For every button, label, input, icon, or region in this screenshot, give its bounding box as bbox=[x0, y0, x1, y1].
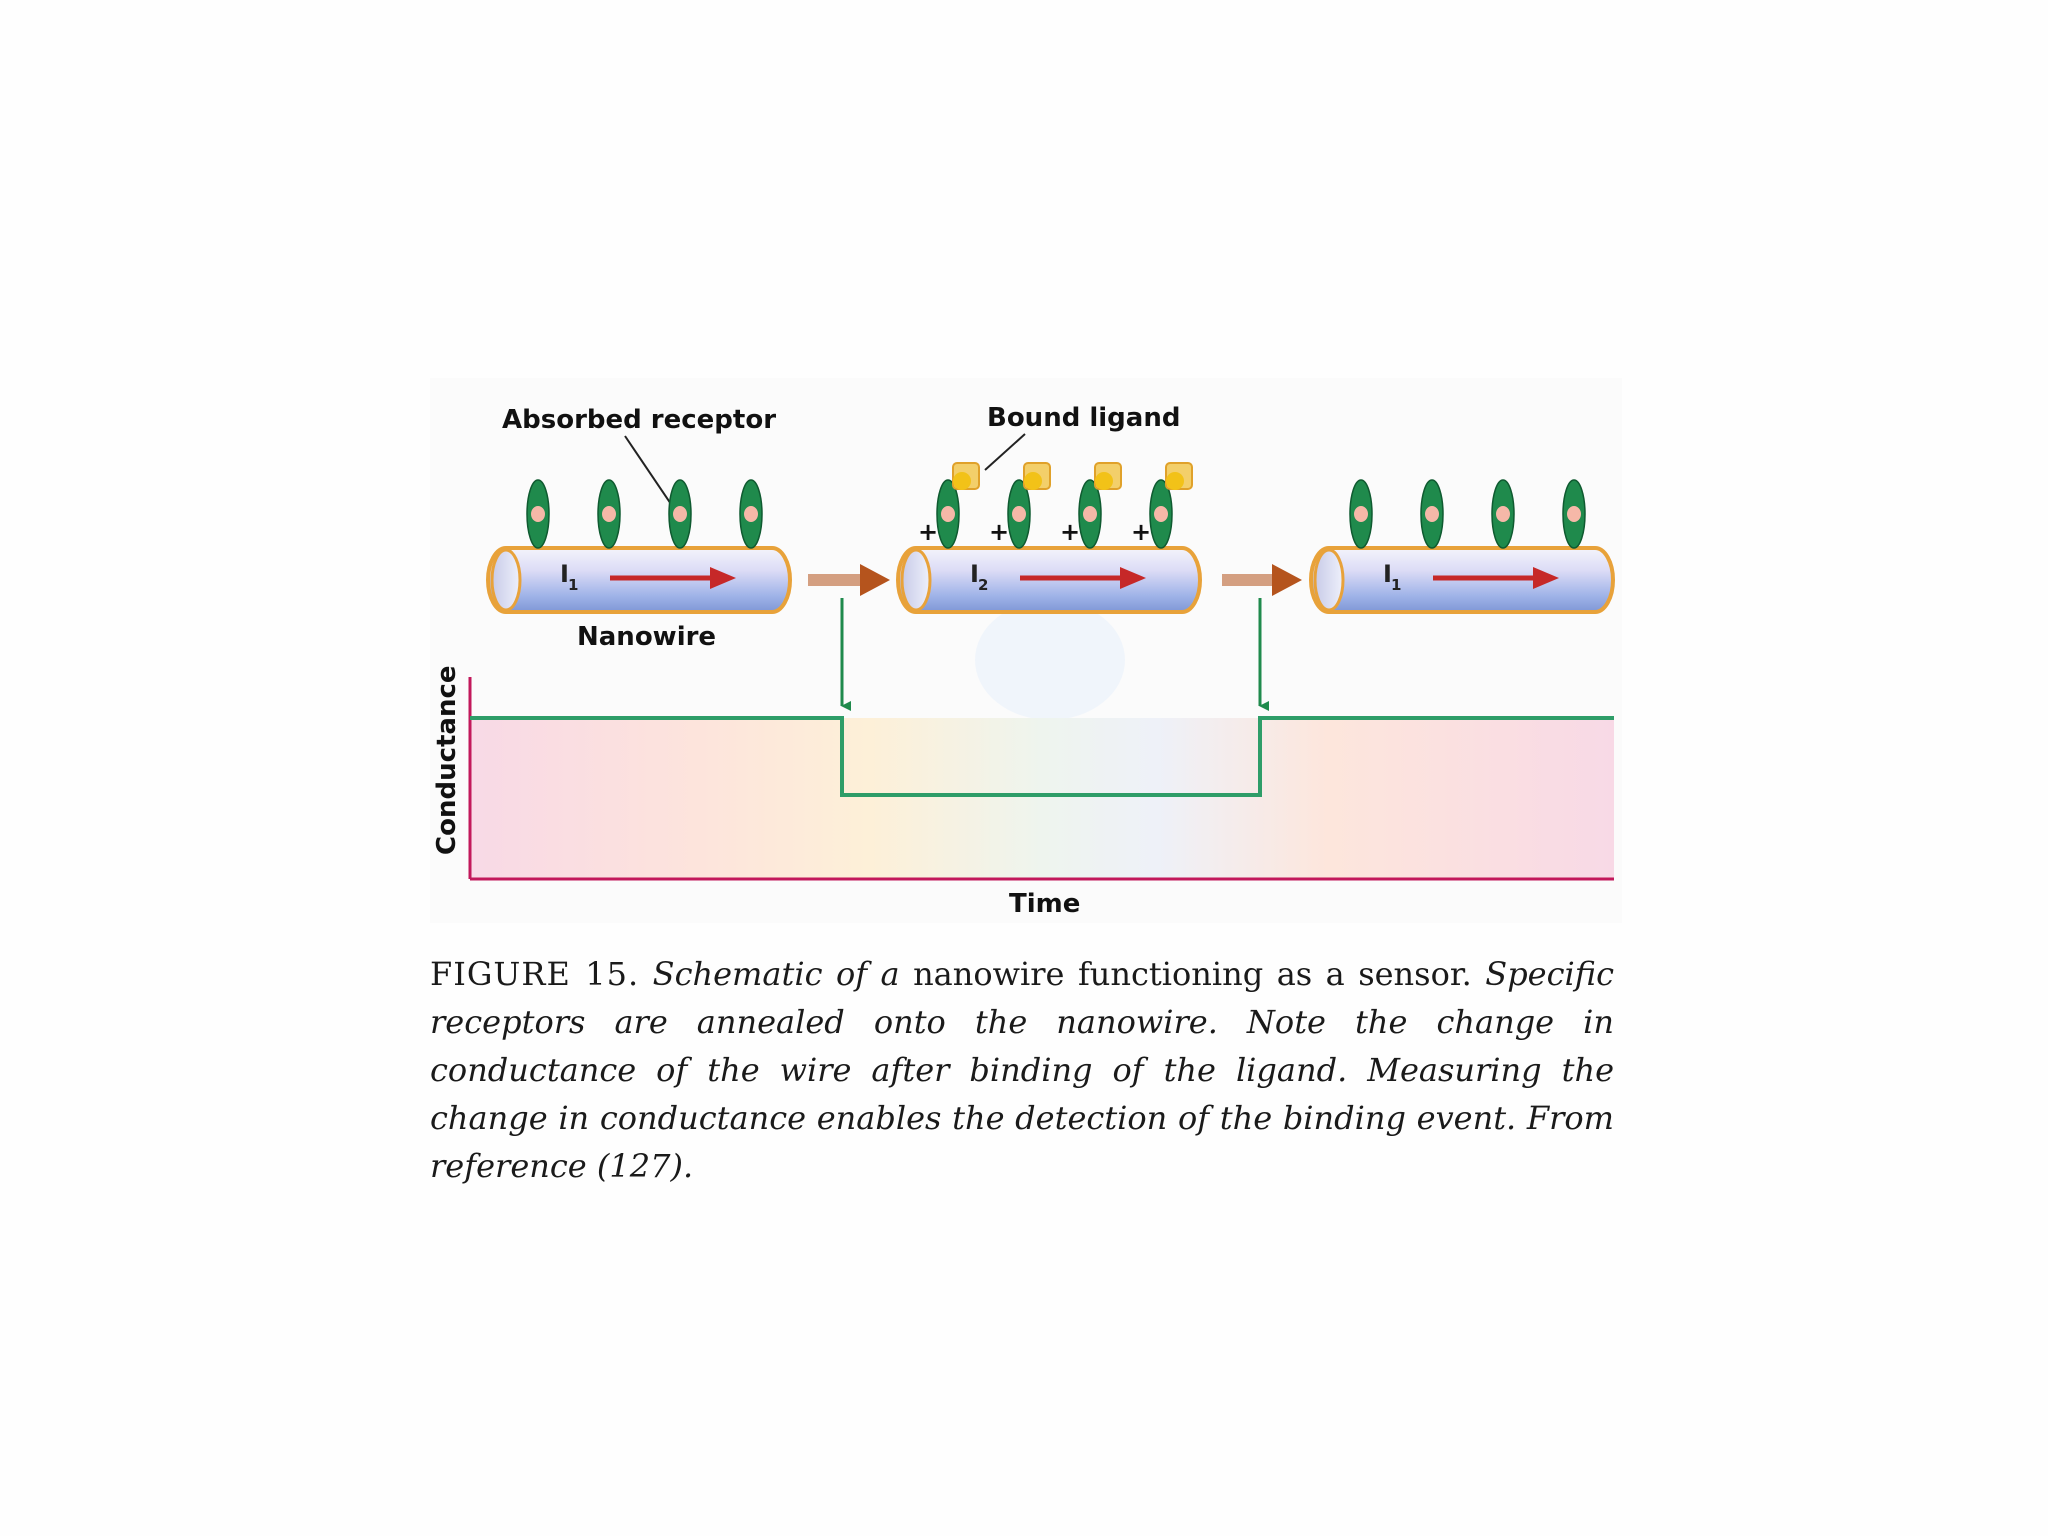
plus-sign: + bbox=[1131, 518, 1151, 546]
receptor bbox=[1420, 479, 1444, 549]
y-axis-label: Conductance bbox=[432, 665, 462, 855]
nanowire-label: Nanowire bbox=[577, 622, 716, 652]
receptors bbox=[526, 479, 1586, 549]
absorbed-receptor-label: Absorbed receptor bbox=[502, 405, 776, 435]
ligand bbox=[952, 462, 980, 490]
current-arrow-head bbox=[1120, 567, 1146, 589]
receptor bbox=[1149, 479, 1173, 549]
current-subscript: 1 bbox=[1391, 576, 1401, 594]
current-label: I bbox=[1383, 560, 1392, 588]
figure-caption: FIGURE 15. Schematic of a nanowire funct… bbox=[430, 950, 1614, 1190]
current-subscript: 1 bbox=[568, 576, 578, 594]
current-subscript: 2 bbox=[978, 576, 988, 594]
receptor bbox=[597, 479, 621, 549]
current-label: I bbox=[970, 560, 979, 588]
caption-part-3: Specific receptors are annealed onto the… bbox=[430, 955, 1615, 1185]
current-arrow-head bbox=[1533, 567, 1559, 589]
plus-sign: + bbox=[918, 518, 938, 546]
conductance-plot: Conductance Time bbox=[432, 598, 1614, 919]
plot-fill bbox=[470, 718, 1614, 879]
bound-ligand-pointer bbox=[984, 433, 1026, 471]
conductance-signal bbox=[470, 716, 1614, 797]
receptor bbox=[526, 479, 550, 549]
plus-sign: + bbox=[1060, 518, 1080, 546]
receptor bbox=[1491, 479, 1515, 549]
transition-arrows bbox=[808, 564, 1302, 596]
current-label: I bbox=[560, 560, 569, 588]
absorbed-receptor-pointer bbox=[624, 435, 676, 511]
caption-part-2: nanowire functioning as a sensor. bbox=[913, 955, 1472, 993]
receptor bbox=[668, 479, 692, 549]
ligand bbox=[1165, 462, 1193, 490]
figure-number: FIGURE 15. bbox=[430, 955, 640, 993]
ligand bbox=[1094, 462, 1122, 490]
charge-signs: + + + + bbox=[918, 518, 1151, 546]
ligand bbox=[1023, 462, 1051, 490]
receptor bbox=[1349, 479, 1373, 549]
nanowire-end-cap bbox=[490, 548, 522, 612]
nanowire-end-cap bbox=[1313, 548, 1345, 612]
plus-sign: + bbox=[989, 518, 1009, 546]
bound-ligands bbox=[952, 462, 1193, 490]
nanowire-end-cap bbox=[900, 548, 932, 612]
receptor bbox=[1007, 479, 1031, 549]
current-arrow-head bbox=[710, 567, 736, 589]
receptor bbox=[1078, 479, 1102, 549]
bound-ligand-label: Bound ligand bbox=[987, 403, 1180, 433]
background-glow bbox=[975, 600, 1125, 720]
receptor bbox=[739, 479, 763, 549]
transition-arrow bbox=[808, 564, 890, 596]
receptor bbox=[1562, 479, 1586, 549]
caption-part-1: Schematic of a bbox=[652, 955, 900, 993]
receptor bbox=[936, 479, 960, 549]
x-axis-label: Time bbox=[1009, 889, 1080, 919]
transition-arrow bbox=[1222, 564, 1302, 596]
